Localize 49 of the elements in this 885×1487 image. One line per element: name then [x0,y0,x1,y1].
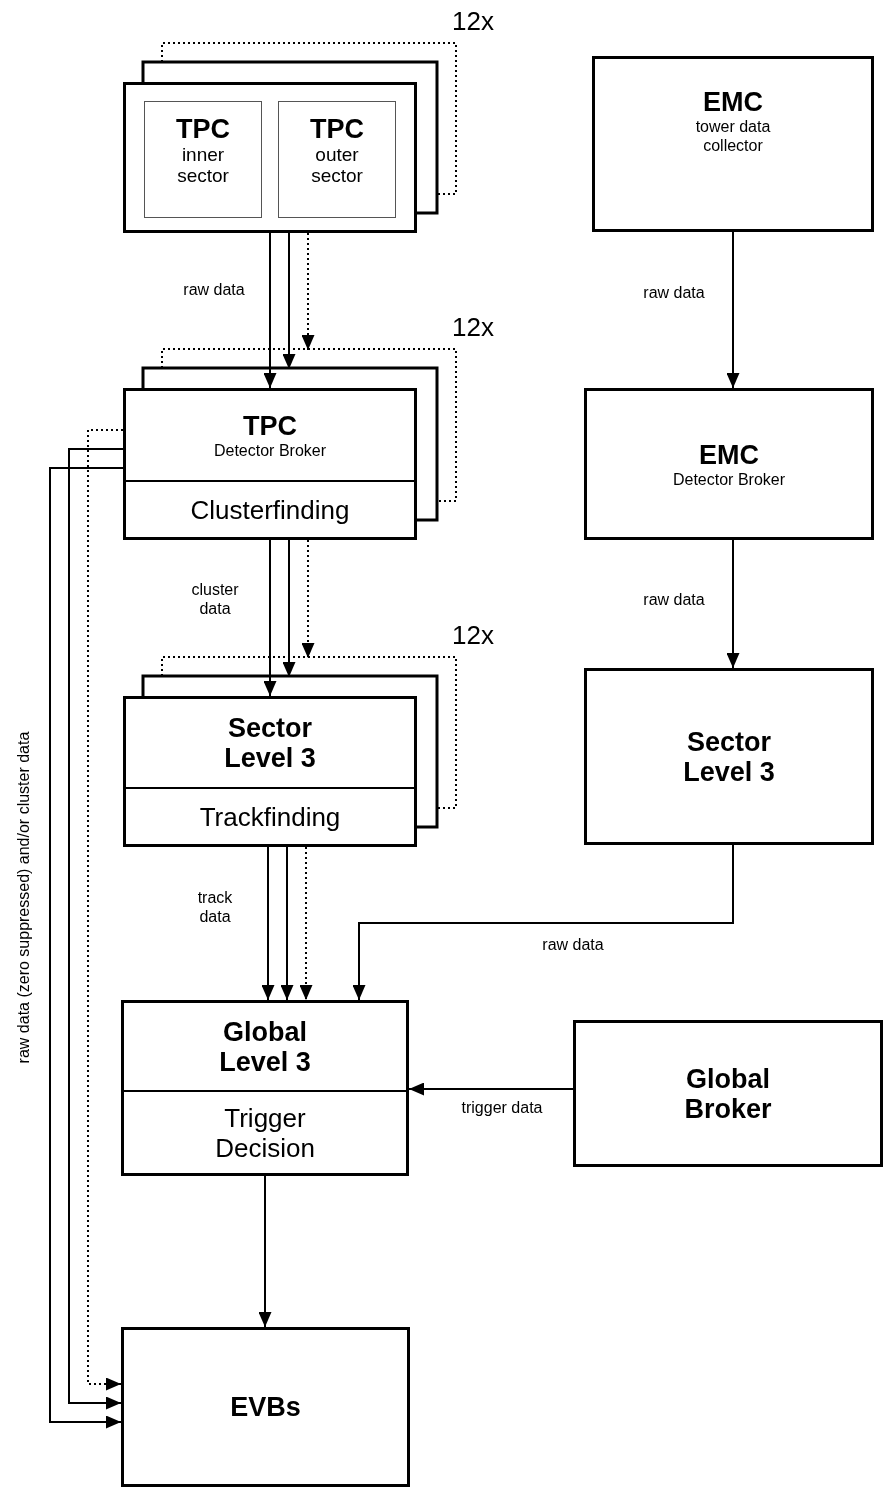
node-title: Sector Level 3 [682,726,776,787]
arrow [726,539,740,669]
process-box [144,101,262,218]
node-title: TPC [243,411,297,441]
arrow [301,232,315,351]
node-title: Global Level 3 [218,1016,312,1077]
node-label: Clusterfinding [190,494,350,525]
arrow [299,846,313,1001]
process-box [123,388,417,540]
node-subtitle: inner sector [176,144,230,186]
arrow [263,232,277,389]
arrow [68,448,124,1410]
node-title: EMC [703,87,763,117]
multiplicity-label: 12x [452,6,494,37]
process-box [278,101,396,218]
node-title: EVBs [230,1392,301,1422]
arrow [261,846,275,1001]
arrow [87,429,124,1391]
process-box [592,56,874,232]
arrow [280,846,294,1001]
process-box [121,1000,409,1176]
container-box [123,82,417,233]
node-title: TPC [310,114,364,144]
arrow [301,539,315,659]
multiplicity-label: 12x [452,312,494,343]
node-label: Trigger Decision [214,1102,316,1163]
node-subtitle: Detector Broker [213,441,326,460]
node-title: TPC [176,114,230,144]
node-title: Global Broker [683,1063,773,1124]
arrow [282,232,296,370]
node-subtitle: Detector Broker [672,469,785,489]
arrow [408,1082,574,1096]
node-subtitle: tower data collector [694,117,772,155]
arrow [263,539,277,697]
arrow [352,844,734,1001]
process-box [123,696,417,847]
process-box [121,1327,410,1487]
process-box [584,388,874,540]
arrow [49,467,124,1429]
arrow [726,231,740,389]
process-box [584,668,874,845]
node-label: Trackfinding [199,801,341,832]
node-title: EMC [699,439,759,470]
arrow [282,539,296,678]
arrow [258,1175,272,1328]
node-subtitle: outer sector [310,144,364,186]
process-box [573,1020,883,1167]
multiplicity-label: 12x [452,620,494,651]
node-title: Sector Level 3 [223,713,317,773]
